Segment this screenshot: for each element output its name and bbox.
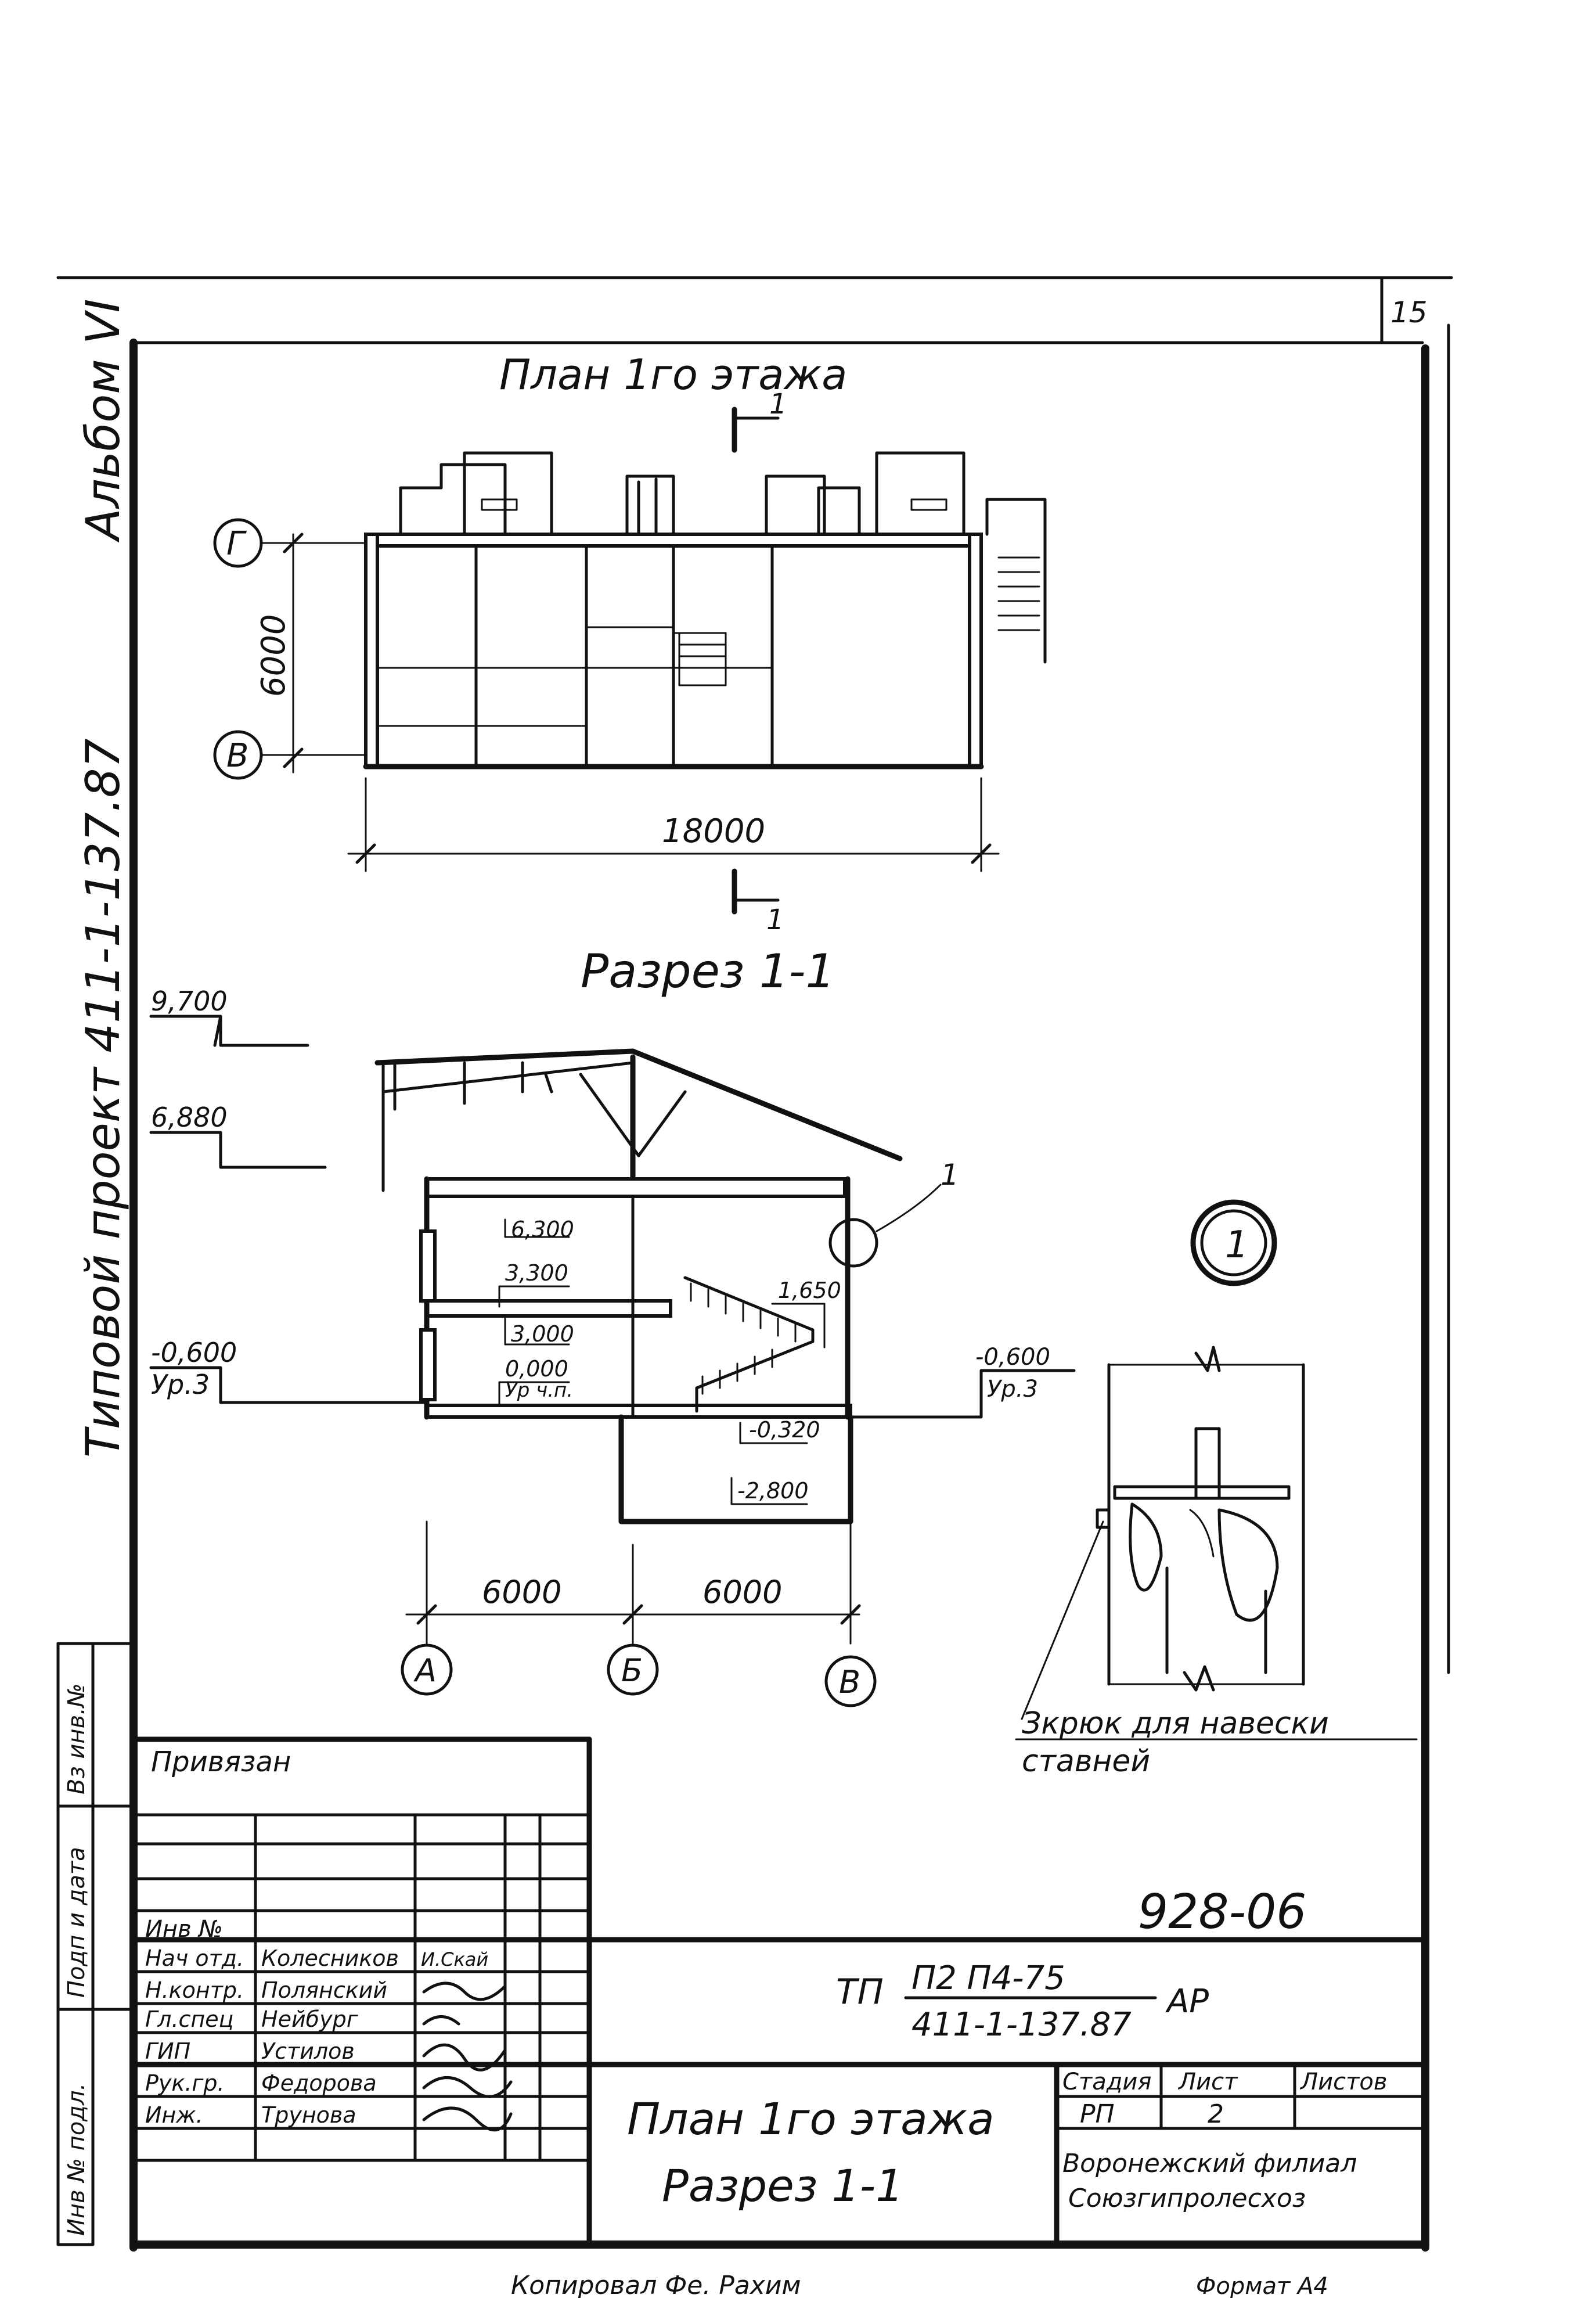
tb-listov-header: Листов	[1299, 2069, 1387, 2095]
tb-role-6: Инж.	[145, 2102, 203, 2128]
lvl-ground-left-note: Ур.3	[151, 1369, 210, 1400]
tb-inv-no: Инв №	[145, 1916, 223, 1943]
detail-number: 1	[1225, 1224, 1249, 1267]
tb-name-2: Полянский	[261, 1977, 387, 2003]
detail-caption-line1: Зкрюк для навески	[1022, 1706, 1329, 1741]
tb-role-2: Н.контр.	[145, 1977, 244, 2003]
plan-dim-vertical: 6000	[255, 614, 293, 697]
tb-stadia-header: Стадия	[1062, 2069, 1151, 2095]
floor-plan: План 1го этажа 1 Г В	[213, 350, 1047, 936]
tb-name-5: Федорова	[261, 2070, 377, 2096]
lvl-ceiling2: 6,300	[511, 1217, 574, 1242]
lvl-floor2: 3,300	[505, 1260, 568, 1286]
lvl-basement-top: -0,320	[749, 1417, 820, 1443]
plan-axis-v: В	[226, 737, 248, 775]
tb-stadia-value: РП	[1080, 2099, 1115, 2129]
side-vzam-inv: Вз инв.№	[63, 1684, 90, 1794]
tb-name-4: Устилов	[261, 2038, 355, 2064]
section-dim-1: 6000	[482, 1574, 561, 1610]
side-inv-podl: Инв № подл.	[63, 2083, 90, 2236]
lvl-floor0: 0,000	[505, 1356, 568, 1382]
footer-right: Формат А4	[1196, 2273, 1328, 2298]
project-side-label: Типовой проект 411-1-137.87	[76, 738, 130, 1458]
plan-section-mark-top: 1	[769, 388, 787, 420]
tb-list-value: 2	[1208, 2099, 1224, 2129]
detail-1: 1 Зкрюк для навески ставней	[1015, 1199, 1418, 1779]
tb-name-6: Трунова	[261, 2102, 356, 2128]
tb-tp-top: П2 П4-75	[912, 1959, 1065, 1997]
footer-left: Копировал Фе. Рахим	[511, 2271, 801, 2298]
section-axis-b: Б	[621, 1652, 643, 1689]
plan-section-mark-bottom: 1	[766, 904, 784, 936]
tb-privyazan: Привязан	[151, 1746, 291, 1778]
section-dim-2: 6000	[702, 1574, 782, 1610]
tb-org-2: Союзгипролесхоз	[1068, 2184, 1306, 2213]
tb-drawing-code: 928-06	[1138, 1885, 1306, 1940]
tb-role-1: Нач отд.	[145, 1945, 244, 1971]
lvl-eaves: 6,880	[151, 1102, 228, 1133]
detail-caption-line2: ставней	[1022, 1744, 1150, 1779]
tb-role-3: Гл.спец	[145, 2006, 234, 2032]
tb-list-header: Лист	[1177, 2069, 1238, 2095]
lvl-landing: 1,650	[778, 1278, 841, 1303]
tb-tp-prefix: ТП	[836, 1972, 884, 2012]
section-1-1: Разрез 1-1 9,700 6,880 1	[149, 944, 1076, 1707]
section-callout: 1	[941, 1158, 959, 1192]
section-title: Разрез 1-1	[581, 944, 835, 998]
plan-dim-horizontal: 18000	[662, 812, 765, 850]
lvl-ridge: 9,700	[151, 986, 228, 1017]
lvl-basement-floor: -2,800	[737, 1478, 809, 1504]
lvl-ground-left: -0,600	[151, 1337, 237, 1368]
tb-name-3: Нейбург	[261, 2006, 359, 2032]
tb-tp-bottom: 411-1-137.87	[912, 2006, 1132, 2044]
tb-sign-1: И.Скай	[421, 1948, 488, 1970]
tb-org-1: Воронежский филиал	[1062, 2149, 1357, 2178]
side-podp-data: Подп и дата	[63, 1847, 90, 1998]
section-axis-v: В	[839, 1664, 860, 1700]
side-stamp: Инв № подл. Подп и дата Вз инв.№	[56, 1642, 135, 2246]
album-label: Альбом VI	[76, 299, 130, 543]
tb-role-5: Рук.гр.	[145, 2070, 225, 2096]
title-block: Привязан Инв № Нач отд. Колесников И.Ска…	[131, 1736, 1428, 2247]
tb-name-1: Колесников	[261, 1945, 399, 1971]
section-axis-a: А	[413, 1652, 437, 1689]
tb-tp-mark: АР	[1165, 1983, 1209, 2020]
sheet-frame	[56, 276, 1453, 2252]
sheet-corner-number: 15	[1390, 296, 1428, 329]
tb-sheet-title-1: План 1го этажа	[627, 2093, 995, 2145]
lvl-ground-right: -0,600	[975, 1344, 1050, 1371]
plan-axis-g: Г	[226, 525, 247, 563]
lvl-ground-right-note: Ур.3	[987, 1376, 1038, 1402]
plan-title: План 1го этажа	[499, 350, 847, 399]
tb-sheet-title-2: Разрез 1-1	[662, 2160, 904, 2211]
lvl-ceiling1: 3,000	[511, 1321, 574, 1347]
tb-role-4: ГИП	[145, 2038, 190, 2064]
